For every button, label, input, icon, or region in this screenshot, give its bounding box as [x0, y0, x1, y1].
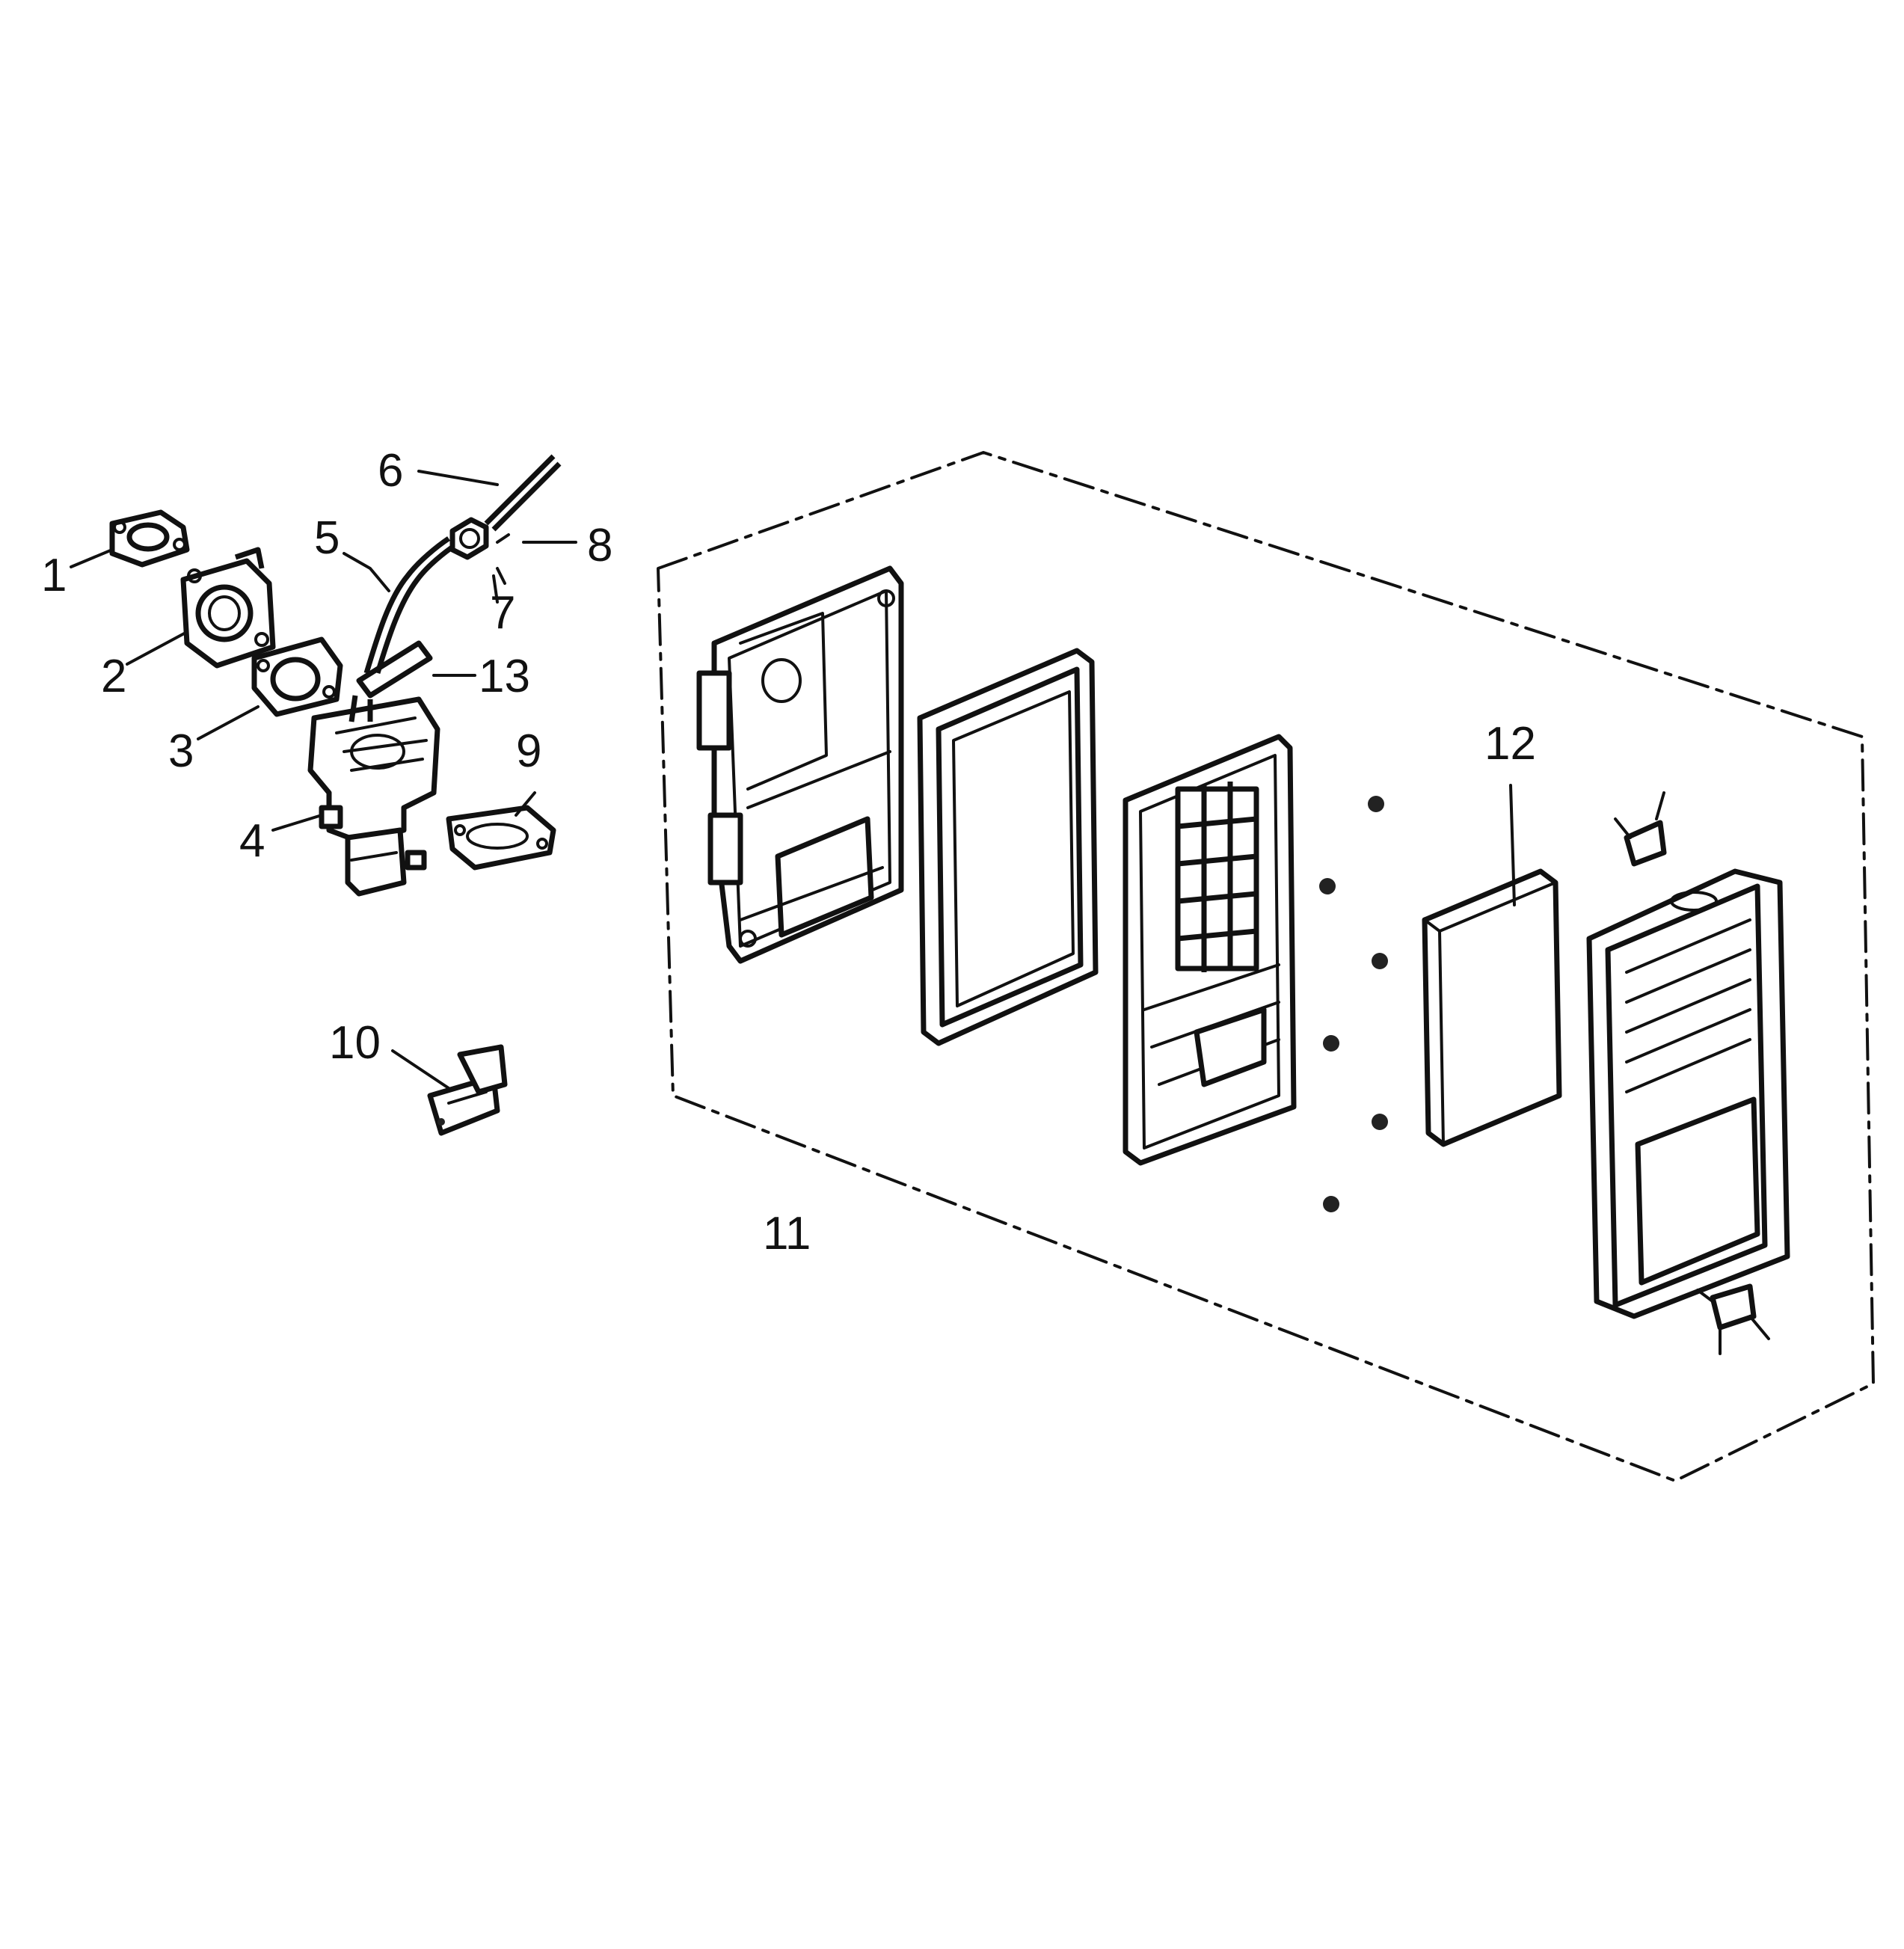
insulator-part-2 [180, 547, 276, 669]
callout-12: 12 [1484, 718, 1536, 770]
callout-8: 8 [587, 520, 612, 571]
callout-labels: 1 2 3 4 5 6 7 8 9 10 11 12 13 [41, 445, 1536, 1259]
callout-7: 7 [490, 587, 515, 639]
carburetor-part-4 [307, 696, 440, 897]
callout-6: 6 [378, 445, 403, 497]
callout-4: 4 [239, 815, 265, 867]
callout-5: 5 [314, 512, 340, 564]
fuel-hose-part-5 [363, 536, 458, 675]
breather-tube-part-6 [484, 454, 562, 532]
clamp-part-8 [449, 517, 510, 560]
air-cleaner-base [696, 565, 904, 964]
callout-10: 10 [329, 1017, 381, 1069]
filter-screen [1123, 734, 1297, 1166]
callout-1: 1 [41, 550, 67, 601]
cover-clip-top [1614, 791, 1667, 867]
leader-lines [70, 470, 1516, 1090]
callout-2: 2 [101, 651, 126, 702]
callout-3: 3 [168, 725, 194, 777]
assembly-boundary-11 [657, 451, 1875, 1482]
fitting-part-13 [348, 640, 433, 722]
filter-element-part-12 [1422, 868, 1562, 1147]
callout-13: 13 [479, 651, 530, 702]
mounting-nuts [1319, 796, 1388, 1212]
clip-part-7 [496, 567, 506, 585]
cover-clip-bottom [1696, 1283, 1770, 1355]
gasket-part-9 [446, 805, 556, 871]
callout-11: 11 [763, 1208, 811, 1259]
bracket-part-10 [427, 1044, 508, 1136]
gasket-part-3 [251, 636, 343, 717]
air-cleaner-cover [1586, 868, 1790, 1319]
gasket-part-1 [109, 509, 190, 568]
seal-frame [917, 648, 1099, 1046]
callout-9: 9 [516, 725, 541, 777]
